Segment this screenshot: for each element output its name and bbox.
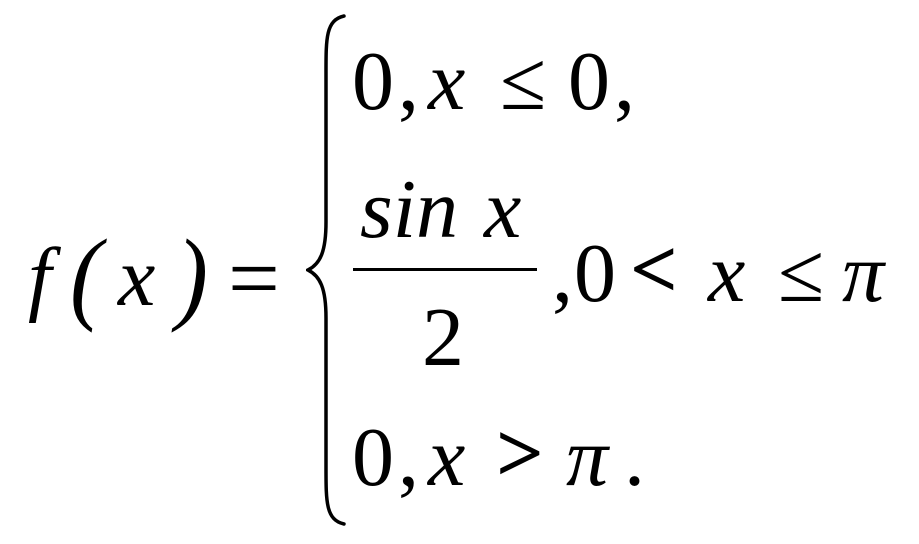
case3-comma: , [398,411,419,504]
case3-relation: > [496,407,544,500]
function-variable: x [118,231,156,324]
left-brace-icon [306,14,346,526]
case1-relation: ≤ [500,35,547,128]
case2-numerator-variable: x [484,163,522,256]
case1-end: , [614,35,635,128]
case3-value: 0 [352,411,394,504]
equals-sign: = [228,227,280,329]
fraction-bar [353,268,537,271]
function-name: f [28,231,52,324]
case2-upper-bound: π [842,227,885,320]
close-paren: ) [176,217,208,334]
open-paren: ( [70,217,102,334]
case2-variable: x [708,227,746,320]
case2-relation-leq: ≤ [778,227,825,320]
case1-comma: , [398,35,419,128]
case1-bound: 0 [568,35,610,128]
case2-numerator-function: sin [360,163,459,256]
case2-relation-less: < [630,223,678,316]
case3-end: . [624,411,645,504]
case2-comma: , [552,227,573,320]
case1-variable: x [428,35,466,128]
case2-lower-bound: 0 [574,227,616,320]
case1-value: 0 [352,35,394,128]
case3-variable: x [428,411,466,504]
case3-bound: π [566,411,609,504]
case2-denominator: 2 [422,291,464,384]
